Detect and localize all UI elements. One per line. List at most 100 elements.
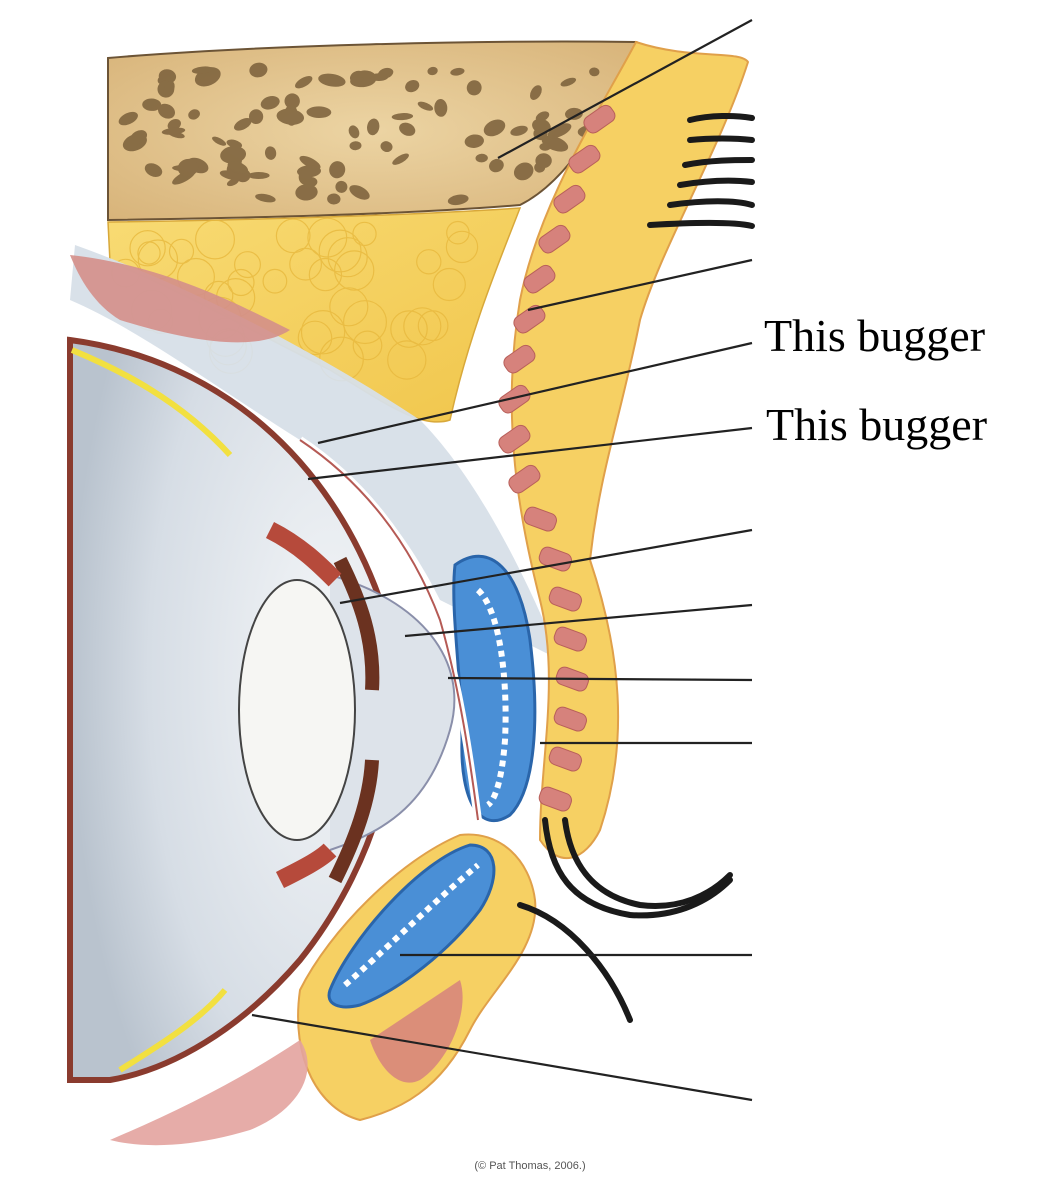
- fat-lobule: [195, 219, 236, 260]
- leader-line-10: [251, 1013, 753, 1102]
- fat-lobule: [445, 230, 479, 264]
- upper-meibomian-glands: [475, 587, 509, 808]
- bone-pore: [163, 80, 175, 96]
- bone-pore: [255, 193, 276, 203]
- bone-pore: [264, 146, 277, 160]
- bone-pore: [220, 146, 247, 164]
- muscle-fiber: [523, 506, 557, 532]
- sclera-yellow-edge-lower: [118, 988, 228, 1073]
- muscle-fiber: [508, 464, 541, 494]
- fat-lobule: [390, 310, 428, 348]
- ciliary-body-lower: [275, 843, 337, 889]
- label-this-bugger-1: This bugger: [764, 310, 986, 361]
- bone-pore: [369, 73, 389, 82]
- ciliary-body-upper: [265, 521, 342, 587]
- fat-lobule: [446, 220, 470, 245]
- fat-lobule: [416, 249, 442, 275]
- fat-lobule: [227, 268, 255, 297]
- bone-pore: [483, 119, 506, 137]
- leader-lines: [251, 19, 753, 1102]
- bone-pore: [450, 67, 465, 76]
- fat-lobule: [403, 307, 442, 346]
- sclera-yellow-edge: [70, 347, 233, 458]
- muscle-fiber: [503, 344, 536, 374]
- lower-lid-muscle: [370, 980, 463, 1083]
- fat-lobule: [387, 340, 427, 380]
- bone-pore: [565, 107, 583, 120]
- bone-pore: [249, 62, 268, 78]
- fat-lobule: [308, 257, 343, 292]
- leader-line-6: [404, 603, 753, 638]
- fat-lobule: [262, 268, 288, 294]
- muscle-fiber: [538, 224, 571, 254]
- leader-line-3: [317, 341, 753, 445]
- bone-pore: [489, 158, 504, 173]
- bone-pore: [212, 136, 227, 146]
- fat-lobules: [111, 217, 479, 382]
- fat-lobule: [329, 287, 369, 327]
- muscle-fiber: [583, 104, 616, 134]
- bone-pore: [539, 142, 551, 151]
- muscle-fiber: [523, 264, 556, 294]
- bone-pore: [532, 118, 551, 134]
- fat-lobule: [275, 218, 311, 254]
- bone-pore: [535, 111, 550, 122]
- bone-pore: [392, 153, 409, 165]
- lower-eyelid: [110, 833, 537, 1146]
- bone-pore: [399, 122, 416, 136]
- bone-pore: [118, 111, 138, 126]
- leader-line-7: [447, 676, 753, 682]
- bone-pore: [298, 169, 312, 185]
- bone-pore: [260, 96, 280, 110]
- bone-pore: [249, 109, 264, 124]
- bone-pore: [349, 141, 362, 151]
- orbital-bone: [107, 40, 638, 222]
- bone-pore: [417, 101, 434, 111]
- bone-pore: [466, 80, 482, 96]
- muscle-fiber: [553, 706, 587, 732]
- copyright-credit: (© Pat Thomas, 2006.): [474, 1160, 586, 1172]
- bone-pore: [405, 80, 420, 93]
- bone-pore: [535, 153, 552, 169]
- bone-pore: [161, 127, 186, 135]
- bone-pore: [191, 66, 213, 74]
- bone-pore: [589, 67, 600, 77]
- eyeball: [67, 336, 456, 1083]
- muscle-fiber: [538, 546, 572, 572]
- leader-line-4: [307, 426, 753, 481]
- fat-lobule: [334, 250, 375, 291]
- muscle-fiber: [498, 424, 531, 454]
- fat-lobule: [327, 237, 368, 278]
- bone-pore: [177, 158, 199, 177]
- muscle-fiber: [548, 586, 582, 612]
- iris-lower: [328, 759, 379, 884]
- muscle-fiber: [513, 304, 546, 334]
- muscle-fiber: [568, 144, 601, 174]
- muscle-fiber: [498, 384, 531, 414]
- upper-tarsal-plate: [452, 554, 537, 823]
- bone-pore: [510, 125, 528, 136]
- muscle-fiber: [553, 184, 586, 214]
- bone-pore: [447, 194, 469, 206]
- label-this-bugger-2: This bugger: [766, 399, 988, 450]
- fat-lobule: [168, 238, 195, 264]
- muscle-fiber: [538, 786, 572, 812]
- lower-meibomian-glands: [343, 862, 480, 988]
- bone-pore: [130, 130, 148, 145]
- bone-pore: [276, 108, 305, 125]
- fat-lobule: [432, 267, 466, 302]
- bone-pore: [547, 123, 572, 139]
- fat-lobule: [234, 251, 262, 279]
- bone-pore: [349, 185, 370, 200]
- bone-pore: [227, 161, 249, 174]
- bone-pore: [348, 125, 360, 139]
- leader-line-2: [527, 258, 753, 312]
- fat-lobule: [297, 320, 333, 356]
- bone-pore: [530, 85, 542, 100]
- bone-pore: [188, 109, 200, 120]
- fat-lobule: [352, 330, 383, 361]
- bone-pore: [427, 66, 438, 76]
- bone-pore: [247, 172, 270, 179]
- bone-pore: [380, 141, 393, 152]
